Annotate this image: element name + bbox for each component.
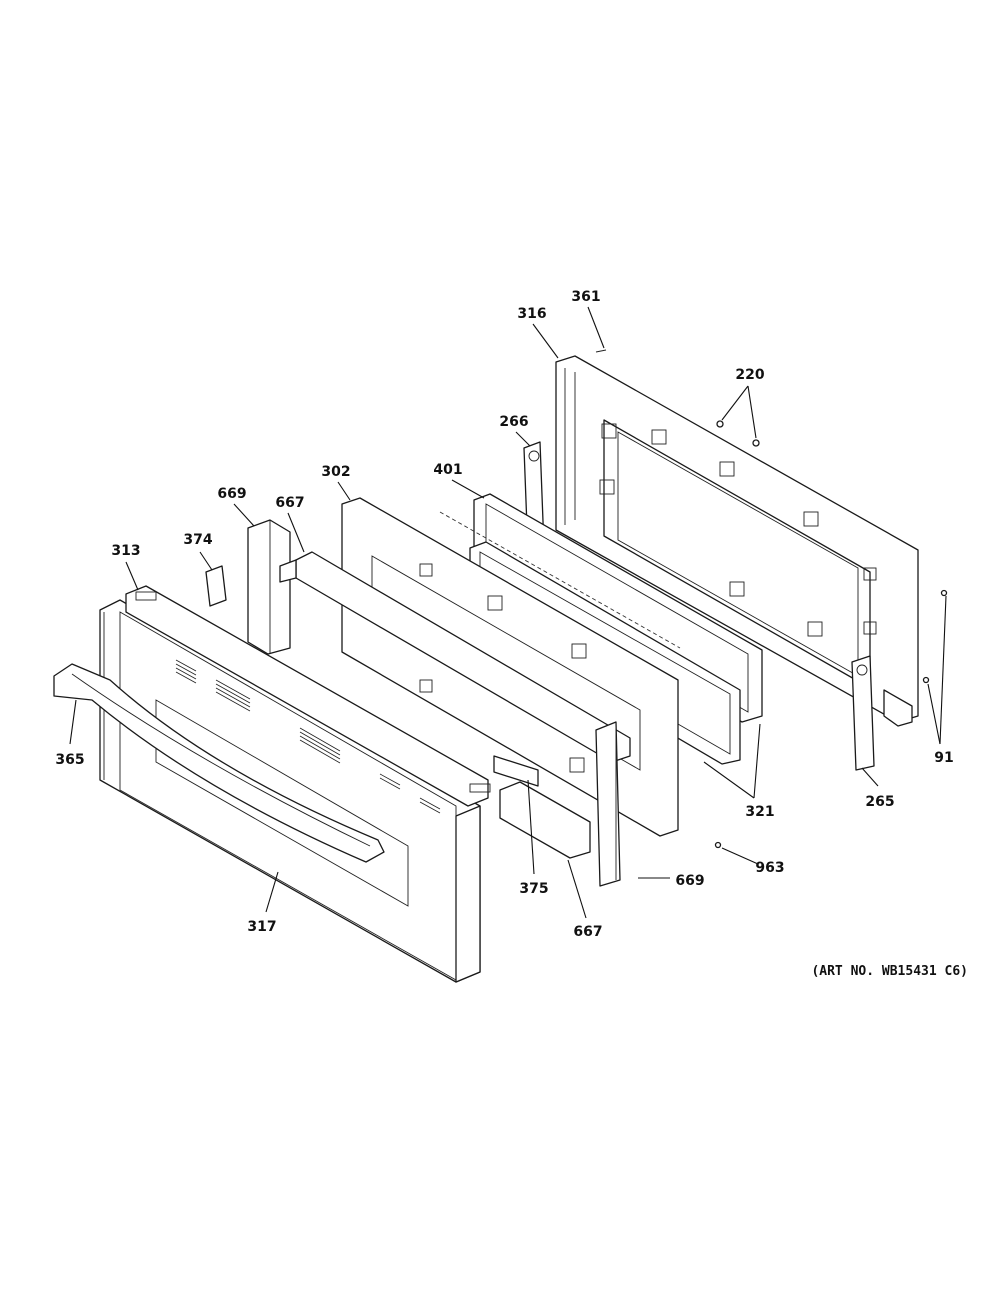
side-trim-669-bottom <box>595 721 621 887</box>
bracket-374 <box>205 565 227 607</box>
leader-lines <box>69 306 947 919</box>
callout-963: 963 <box>755 860 784 876</box>
callout-220: 220 <box>735 367 764 383</box>
callout-321: 321 <box>745 804 774 820</box>
side-trim-669-top <box>247 519 291 655</box>
screw-91-a <box>940 589 948 597</box>
screw-963 <box>714 841 722 849</box>
outer-door-317 <box>99 599 481 983</box>
callout-375: 375 <box>519 881 548 897</box>
vent-slots <box>175 659 441 814</box>
art-number: (ART NO. WB15431 C6) <box>811 964 968 979</box>
screw-220-a <box>716 420 724 428</box>
callout-361: 361 <box>571 289 600 305</box>
hinge-265 <box>851 655 875 771</box>
side-trim-667-top <box>279 551 631 763</box>
bracket-375 <box>493 755 539 787</box>
callout-313: 313 <box>111 543 140 559</box>
callout-669-bottom: 669 <box>675 873 704 889</box>
callout-labels: 361 316 220 266 401 302 669 667 374 313 … <box>55 289 953 940</box>
callout-317: 317 <box>247 919 276 935</box>
screw-220-b <box>752 439 760 447</box>
callout-266: 266 <box>499 414 528 430</box>
callout-401: 401 <box>433 462 462 478</box>
screw-91-b <box>922 676 930 684</box>
callout-91: 91 <box>934 750 953 766</box>
callout-669-top: 669 <box>217 486 246 502</box>
door-liner-frame <box>555 355 919 727</box>
callout-365: 365 <box>55 752 84 768</box>
callout-265: 265 <box>865 794 894 810</box>
callout-374: 374 <box>183 532 212 548</box>
top-trim-313 <box>125 585 491 807</box>
callout-667-top: 667 <box>275 495 304 511</box>
callout-667-bottom: 667 <box>573 924 602 940</box>
callout-316: 316 <box>517 306 546 322</box>
side-trim-667-bottom <box>499 781 591 859</box>
door-handle-365 <box>53 663 385 863</box>
callout-302: 302 <box>321 464 350 480</box>
screw-361 <box>595 349 607 353</box>
